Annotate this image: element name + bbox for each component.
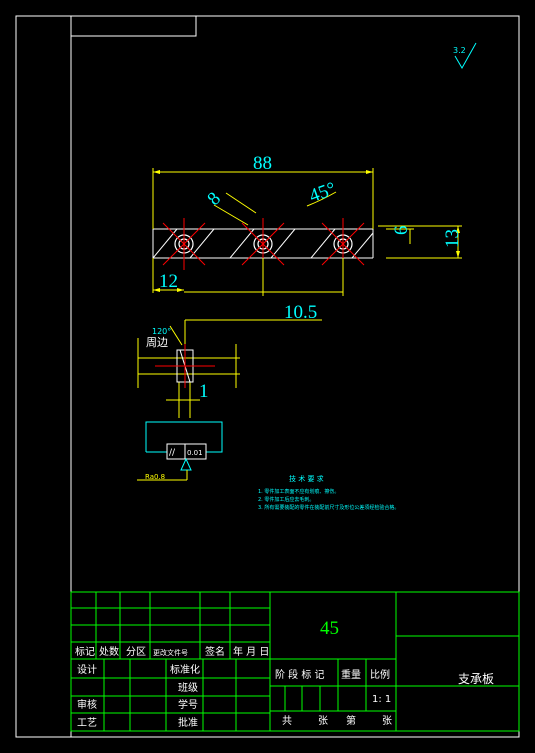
label-process: 工艺 [77, 717, 97, 729]
label-ratio: 比例 [370, 668, 390, 681]
detail-section-view [137, 319, 322, 418]
dim-edge-offset: 12 [159, 271, 178, 292]
tech-req-item-3: 3. 所有需要装配的零件在装配前尺寸及形位公差须经检验合格。 [258, 504, 399, 511]
label-mark: 标记 [75, 646, 95, 658]
dimension-lines [152, 168, 462, 296]
document-code-box [70, 15, 197, 37]
label-sheets: 张 [318, 715, 328, 727]
label-zone: 分区 [126, 646, 146, 658]
label-date: 年 月 日 [233, 645, 269, 658]
dim-chamfer-angle: 120° [152, 327, 171, 336]
label-count: 处数 [99, 645, 119, 658]
datum-triangle [180, 457, 192, 471]
datum-label: Ra0.8 [145, 473, 165, 481]
label-student-id: 学号 [178, 698, 198, 711]
dim-hole-pitch: 10.5 [284, 302, 317, 323]
label-weight: 重量 [341, 668, 361, 681]
title-block [70, 591, 520, 732]
tolerance-leader [145, 421, 223, 453]
tech-req-item-2: 2. 零件加工后应去毛刺。 [258, 496, 314, 503]
dim-slot-width: 8 [203, 188, 225, 210]
dim-detail-width: 1 [199, 381, 209, 402]
label-design: 设计 [77, 663, 97, 676]
dim-height: 13 [442, 229, 463, 248]
dim-slot-angle: 45° [307, 178, 339, 207]
part-name: 支承板 [458, 672, 494, 686]
tech-req-item-1: 1. 零件加工表面不应有划痕、擦伤。 [258, 488, 339, 495]
material-value: 45 [320, 618, 339, 639]
inner-sheet-border [70, 15, 520, 738]
surface-finish-value: 3.2 [453, 46, 466, 55]
label-total: 共 [282, 715, 292, 727]
label-class: 班级 [178, 682, 198, 694]
label-change-doc: 更改文件号 [153, 648, 188, 657]
label-standardize: 标准化 [170, 663, 200, 676]
tolerance-value: 0.01 [187, 449, 203, 457]
dim-edge-note: 周边 [146, 336, 168, 349]
plate-front-view [152, 218, 374, 270]
label-sheet: 张 [382, 715, 392, 727]
label-check: 审核 [77, 698, 97, 711]
scale-value: 1: 1 [372, 694, 391, 705]
surface-finish-symbol [454, 42, 477, 70]
label-approve: 批准 [178, 716, 198, 729]
dim-thickness: 6 [391, 226, 412, 236]
tolerance-symbol: // [169, 448, 176, 458]
label-signature: 签名 [205, 645, 225, 658]
label-sheet-no: 第 [346, 714, 356, 727]
tech-req-title: 技 术 要 求 [289, 474, 324, 483]
dim-overall-length: 88 [253, 153, 272, 174]
label-stage-mark: 阶 段 标 记 [275, 668, 325, 681]
outer-sheet-border [15, 15, 520, 738]
